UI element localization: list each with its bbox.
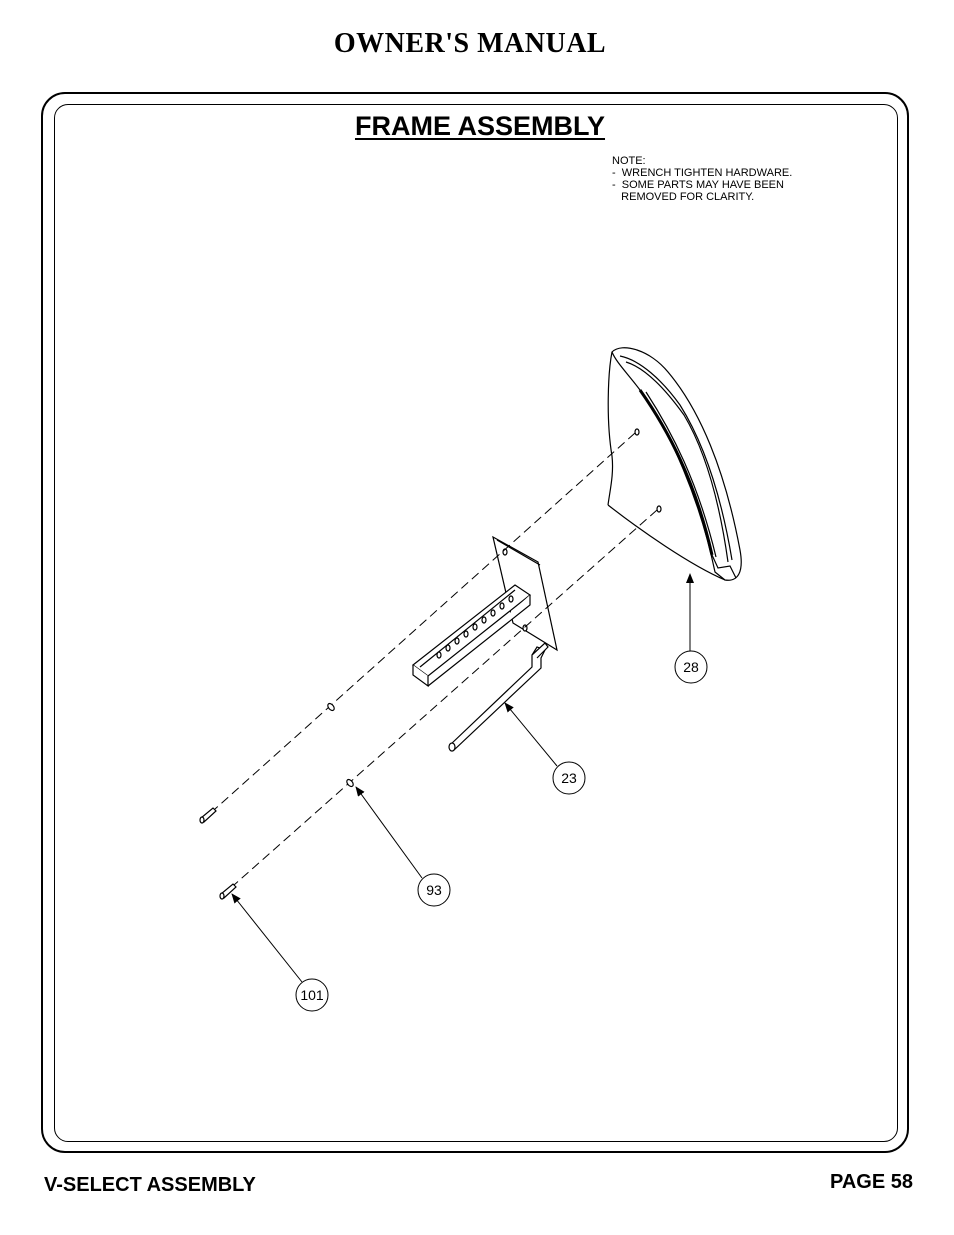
leader-23 [504, 702, 558, 767]
page-number: PAGE 58 [830, 1171, 913, 1193]
section-title: FRAME ASSEMBLY [354, 111, 606, 141]
callout-101: 101 [295, 978, 329, 1012]
callout-label: 28 [683, 659, 699, 675]
callout-label: 101 [300, 987, 324, 1003]
callout-28: 28 [674, 650, 708, 684]
page-border-outer [41, 92, 909, 1153]
hardware-parts [199, 702, 354, 900]
callout-label: 23 [561, 770, 577, 786]
footer-assembly-name: V-SELECT ASSEMBLY [44, 1174, 256, 1196]
note-line: REMOVED FOR CLARITY. [612, 191, 755, 203]
manual-title: OWNER'S MANUAL [333, 28, 607, 59]
note-line: - SOME PARTS MAY HAVE BEEN [612, 179, 784, 191]
mount-bracket-part [412, 535, 558, 688]
callout-23: 23 [552, 761, 586, 795]
callout-label: 93 [426, 882, 442, 898]
assembly-note: NOTE: - WRENCH TIGHTEN HARDWARE. - SOME … [612, 155, 792, 203]
note-line: - WRENCH TIGHTEN HARDWARE. [612, 167, 793, 179]
page-border-inner [54, 104, 898, 1142]
note-heading: NOTE: [612, 155, 646, 167]
assembly-guide-lines [204, 432, 658, 894]
leader-93 [355, 786, 423, 879]
adjustment-holes [436, 595, 514, 659]
back-pad-part [607, 347, 742, 581]
leader-101 [231, 893, 303, 983]
callout-93: 93 [417, 873, 451, 907]
pop-pin-part [448, 642, 549, 752]
